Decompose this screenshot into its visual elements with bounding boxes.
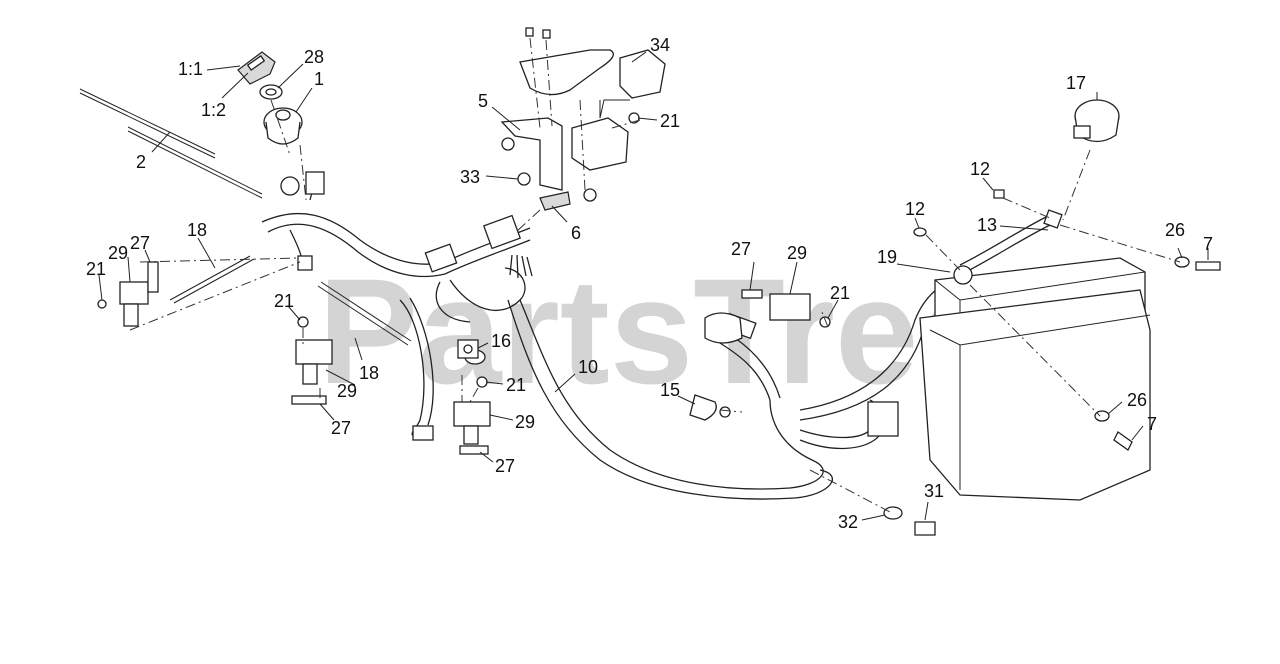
callout-31: 31 (924, 481, 944, 501)
callout-19: 19 (877, 247, 897, 267)
ignition-switch-assembly (237, 51, 303, 145)
callout-21-left: 21 (86, 259, 106, 279)
callout-6: 6 (571, 223, 581, 243)
callout-21-right: 21 (830, 283, 850, 303)
assembly-lines (129, 37, 1181, 513)
callout-18-left: 18 (187, 220, 207, 240)
callout-29-center: 29 (515, 412, 535, 432)
callout-13: 13 (977, 215, 997, 235)
callout-1-1: 1:1 (178, 59, 203, 79)
callout-33: 33 (460, 167, 480, 187)
callout-27-right: 27 (731, 239, 751, 259)
battery-assembly (919, 99, 1151, 501)
cable-ties (79, 88, 263, 199)
safety-switches (97, 261, 831, 455)
callout-28: 28 (304, 47, 324, 67)
callout-26-bottom: 26 (1127, 390, 1147, 410)
callout-1: 1 (314, 69, 324, 89)
callout-7-bottom: 7 (1147, 414, 1157, 434)
callout-17: 17 (1066, 73, 1086, 93)
callout-27-center: 27 (495, 456, 515, 476)
callout-27-center-left: 27 (331, 418, 351, 438)
callout-21-center: 21 (506, 375, 526, 395)
leader-lines (98, 51, 1209, 521)
tie-straps (169, 255, 412, 346)
callout-15: 15 (660, 380, 680, 400)
callout-29-left: 29 (108, 243, 128, 263)
callout-18-center: 18 (359, 363, 379, 383)
callout-5: 5 (478, 91, 488, 111)
callout-labels: 1:1 1:2 28 1 2 5 34 21 33 6 17 12 12 13 … (86, 35, 1213, 532)
callout-29-center-left: 29 (337, 381, 357, 401)
callout-7-top: 7 (1203, 234, 1213, 254)
callout-32: 32 (838, 512, 858, 532)
callout-16: 16 (491, 331, 511, 351)
callout-21-relay: 21 (660, 111, 680, 131)
callout-10: 10 (578, 357, 598, 377)
callout-27-left: 27 (130, 233, 150, 253)
battery-hardware (457, 189, 1221, 536)
callout-34: 34 (650, 35, 670, 55)
relay-bracket-assembly (500, 27, 666, 211)
callout-29-right: 29 (787, 243, 807, 263)
callout-21-center-left: 21 (274, 291, 294, 311)
harness-connectors (280, 171, 899, 441)
callout-12-top: 12 (970, 159, 990, 179)
callout-2: 2 (136, 152, 146, 172)
callout-1-2: 1:2 (201, 100, 226, 120)
callout-12-mid: 12 (905, 199, 925, 219)
watermark: PartsTree (318, 247, 1002, 415)
callout-26-top: 26 (1165, 220, 1185, 240)
